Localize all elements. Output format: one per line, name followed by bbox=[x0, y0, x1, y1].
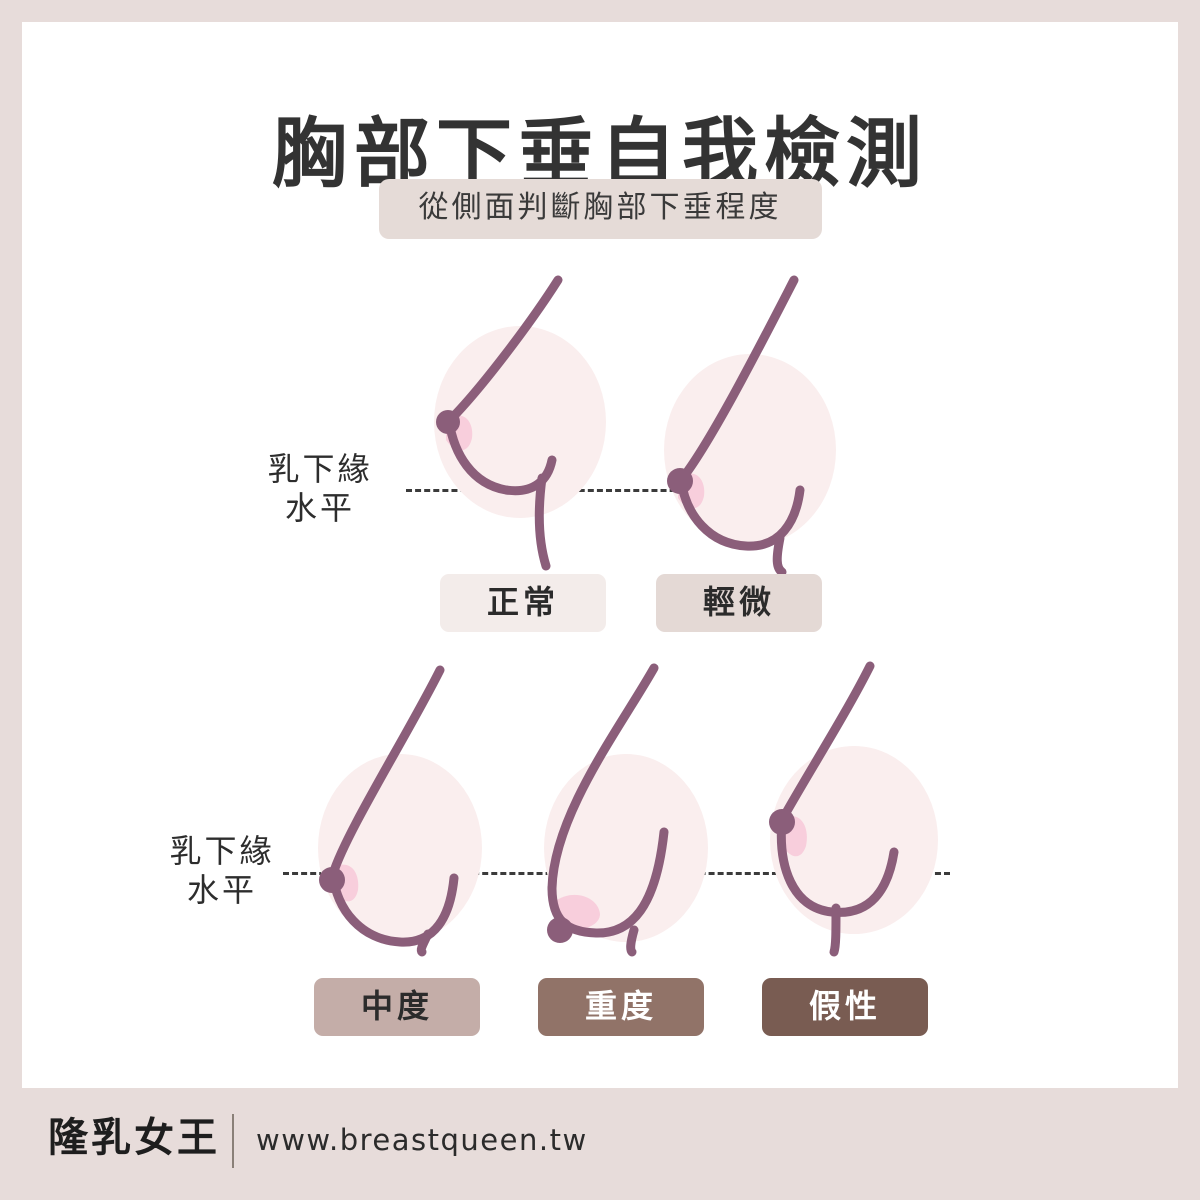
inframammary-fold-line-row1 bbox=[406, 489, 812, 492]
footer-divider bbox=[232, 1114, 234, 1168]
figure-pseudo bbox=[736, 652, 976, 957]
axis-label-row2-line2: 水平 bbox=[186, 872, 257, 909]
axis-label-row2: 乳下緣 水平 bbox=[152, 832, 292, 910]
subtitle-container: 從側面判斷胸部下垂程度 bbox=[22, 179, 1178, 239]
badge-severe-label: 重度 bbox=[584, 988, 657, 1024]
badge-moderate-label: 中度 bbox=[360, 988, 433, 1024]
nipple-dot bbox=[667, 468, 693, 494]
lower-breast-contour bbox=[328, 869, 459, 947]
breast-blob bbox=[664, 354, 836, 546]
badge-normal-label: 正常 bbox=[486, 584, 559, 620]
badge-pseudo[interactable]: 假性 bbox=[762, 978, 928, 1036]
website-url[interactable]: www.breastqueen.tw bbox=[256, 1123, 588, 1157]
badge-moderate[interactable]: 中度 bbox=[314, 978, 480, 1036]
figure-severe bbox=[512, 652, 752, 957]
breast-blob bbox=[318, 754, 482, 942]
axis-label-row1: 乳下緣 水平 bbox=[250, 450, 390, 528]
footer-bar: 隆乳女王 www.breastqueen.tw bbox=[0, 1088, 1200, 1200]
figure-normal bbox=[402, 272, 642, 572]
breast-blob bbox=[770, 746, 938, 934]
nipple-dot bbox=[319, 867, 345, 893]
diagram-row-2: 乳下緣 水平 bbox=[22, 652, 1178, 1052]
badge-mild-label: 輕微 bbox=[702, 584, 775, 620]
upper-breast-contour bbox=[676, 275, 799, 485]
brand-name: 隆乳女王 bbox=[48, 1115, 220, 1160]
lower-breast-contour bbox=[676, 475, 805, 551]
subtitle-badge: 從側面判斷胸部下垂程度 bbox=[378, 179, 822, 239]
torso-line bbox=[416, 929, 433, 957]
breast-blob bbox=[434, 326, 606, 518]
axis-label-row1-line2: 水平 bbox=[284, 490, 355, 527]
torso-line bbox=[626, 925, 639, 957]
upper-breast-contour bbox=[547, 663, 659, 893]
upper-breast-contour bbox=[328, 665, 445, 879]
badge-mild[interactable]: 輕微 bbox=[656, 574, 822, 632]
badge-pseudo-label: 假性 bbox=[808, 988, 881, 1024]
badge-normal[interactable]: 正常 bbox=[440, 574, 606, 632]
upper-breast-contour bbox=[444, 275, 563, 426]
nipple-dot bbox=[436, 410, 460, 434]
figure-mild bbox=[630, 272, 870, 577]
diagram-row-1: 乳下緣 水平 bbox=[22, 262, 1178, 662]
nipple-dot bbox=[769, 809, 795, 835]
nipple-dot bbox=[547, 917, 573, 943]
upper-breast-contour bbox=[777, 661, 875, 825]
content-card: 胸部下垂自我檢測 從側面判斷胸部下垂程度 乳下緣 水平 bbox=[22, 22, 1178, 1088]
torso-line bbox=[534, 473, 551, 571]
axis-label-row2-line1: 乳下緣 bbox=[169, 833, 275, 869]
breast-blob bbox=[544, 754, 708, 942]
axis-label-row1-line1: 乳下緣 bbox=[267, 451, 373, 487]
lower-breast-contour bbox=[547, 827, 669, 938]
badge-severe[interactable]: 重度 bbox=[538, 978, 704, 1036]
figure-moderate bbox=[288, 652, 528, 957]
torso-line bbox=[772, 533, 787, 577]
torso-line bbox=[829, 903, 841, 957]
